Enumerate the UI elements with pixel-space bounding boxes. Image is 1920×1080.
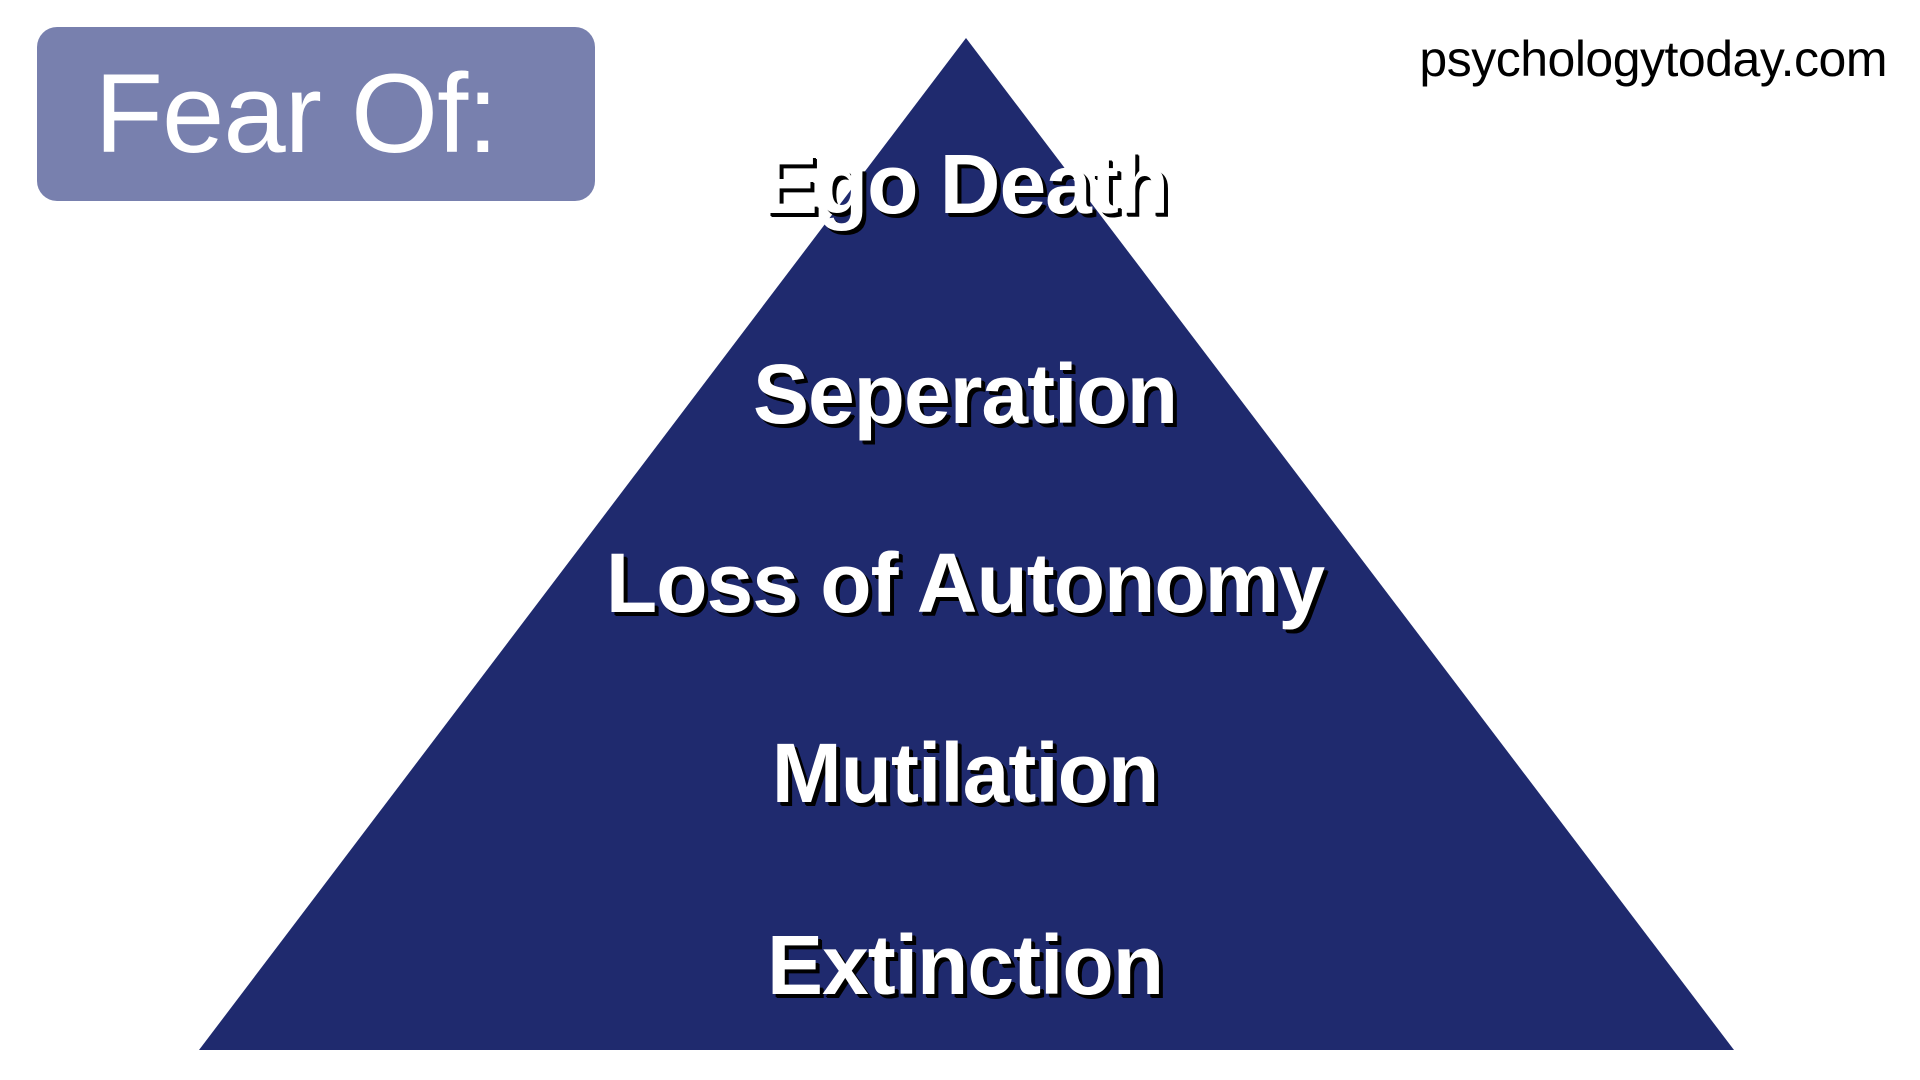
pyramid-level-seperation: Seperation: [752, 347, 1178, 441]
pyramid-level-mutilation: Mutilation: [771, 726, 1160, 820]
pyramid-triangle: [199, 38, 1734, 1050]
pyramid-level-loss-of-autonomy: Loss of Autonomy: [605, 536, 1325, 630]
pyramid-level-ego-death: Ego Death: [761, 137, 1169, 231]
source-label: psychologytoday.com: [1419, 31, 1887, 87]
pyramid-level-extinction: Extinction: [766, 918, 1164, 1012]
page-title: Fear Of:: [94, 51, 499, 176]
title-box: Fear Of:: [37, 27, 595, 201]
